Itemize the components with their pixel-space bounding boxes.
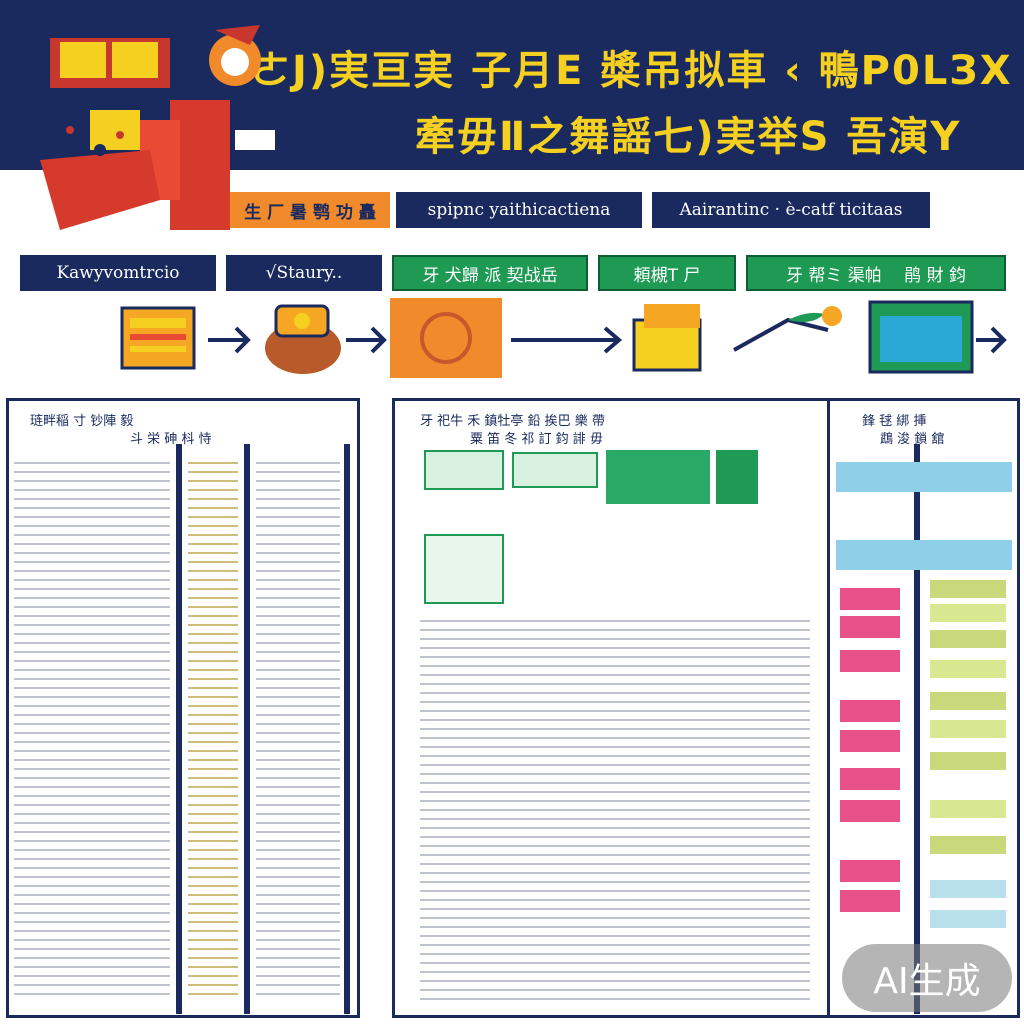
left-divider-2 bbox=[244, 444, 250, 1014]
lime-cell bbox=[930, 630, 1006, 648]
lime-cell bbox=[930, 604, 1006, 622]
nav-item-5[interactable]: 牙 帮ミ 渠帕 鹃 財 鈞 bbox=[746, 255, 1006, 291]
lime-cell bbox=[930, 692, 1006, 710]
banner-title-line-1: ㄜJ)実亘実 子月E 槳吊拟車 ‹ 鴨P0LЗX bbox=[250, 48, 1013, 94]
orange-card-icon bbox=[390, 298, 502, 378]
pink-cell bbox=[840, 768, 900, 790]
middle-panel-text bbox=[420, 620, 810, 1000]
banner-title-line-2: 牽毋Ⅱ之舞謡七)実举S 吾演Y bbox=[415, 114, 962, 160]
left-panel-caption: 琏畔稲 寸 钞陣 毅 bbox=[30, 414, 134, 429]
flow-box bbox=[424, 534, 504, 604]
right-table-band bbox=[836, 540, 1012, 570]
mascot-illustration bbox=[40, 25, 275, 230]
pink-cell bbox=[840, 650, 900, 672]
laptop-icon bbox=[868, 300, 974, 374]
subtitle-chip-a[interactable]: spipnc yaithicactiena bbox=[396, 192, 642, 228]
lime-cell bbox=[930, 836, 1006, 854]
flow-box-highlight bbox=[606, 450, 710, 504]
nav-item-3[interactable]: 牙 犬歸 派 契战岳 bbox=[392, 255, 588, 291]
nav-item-4[interactable]: 頼槻T 尸 bbox=[598, 255, 736, 291]
left-column-text bbox=[14, 462, 170, 1002]
arrow-icon bbox=[976, 326, 1007, 354]
cyan-cell bbox=[930, 880, 1006, 898]
sprout-arrow-icon bbox=[733, 306, 842, 352]
lime-cell bbox=[930, 800, 1006, 818]
orange-tag[interactable]: 生 厂 暑 鹗 功 矗 bbox=[230, 192, 390, 228]
left-column-text-3 bbox=[256, 462, 340, 1002]
right-panel-caption-2: 鵡 浚 鎖 舘 bbox=[880, 432, 945, 447]
middle-panel-caption-2: 粟 笛 冬 祁 訂 鈞 誹 毋 bbox=[470, 432, 603, 447]
right-table-header bbox=[836, 462, 1012, 492]
left-column-text-2 bbox=[188, 462, 238, 1002]
cyan-cell bbox=[930, 910, 1006, 928]
left-divider-3 bbox=[344, 444, 350, 1014]
ai-generated-badge: AI生成 bbox=[842, 944, 1012, 1012]
header-divider bbox=[0, 170, 1024, 174]
lime-cell bbox=[930, 720, 1006, 738]
pink-cell bbox=[840, 730, 900, 752]
lime-cell bbox=[930, 752, 1006, 770]
pink-cell bbox=[840, 616, 900, 638]
subtitle-chip-b[interactable]: Aairantinc · è-catf ticitaas bbox=[652, 192, 930, 228]
arrow-icon bbox=[208, 326, 251, 354]
right-divider bbox=[914, 444, 920, 1014]
pink-cell bbox=[840, 800, 900, 822]
arrow-icon bbox=[511, 326, 623, 354]
pink-cell bbox=[840, 860, 900, 882]
flow-box bbox=[512, 452, 598, 488]
arrow-icon bbox=[346, 326, 387, 354]
pink-cell bbox=[840, 588, 900, 610]
flow-box-highlight bbox=[716, 450, 758, 504]
nav-item-2[interactable]: √Staury.. bbox=[226, 255, 382, 291]
pink-cell bbox=[840, 700, 900, 722]
left-panel-caption-2: 斗 栄 砷 枓 恃 bbox=[130, 432, 212, 447]
lime-cell bbox=[930, 580, 1006, 598]
flow-box bbox=[424, 450, 504, 490]
cash-register-icon bbox=[120, 306, 196, 370]
wallet-hand-icon bbox=[265, 304, 341, 374]
documents-icon bbox=[632, 304, 702, 372]
left-divider-1 bbox=[176, 444, 182, 1014]
pink-cell bbox=[840, 890, 900, 912]
nav-item-1[interactable]: Kawyvomtrcio bbox=[20, 255, 216, 291]
right-panel-caption: 鋒 毬 綁 挿 bbox=[862, 414, 927, 429]
lime-cell bbox=[930, 660, 1006, 678]
middle-panel-caption: 牙 祀牛 禾 鎮牡亭 鉛 挨巴 樂 帶 bbox=[420, 414, 605, 429]
